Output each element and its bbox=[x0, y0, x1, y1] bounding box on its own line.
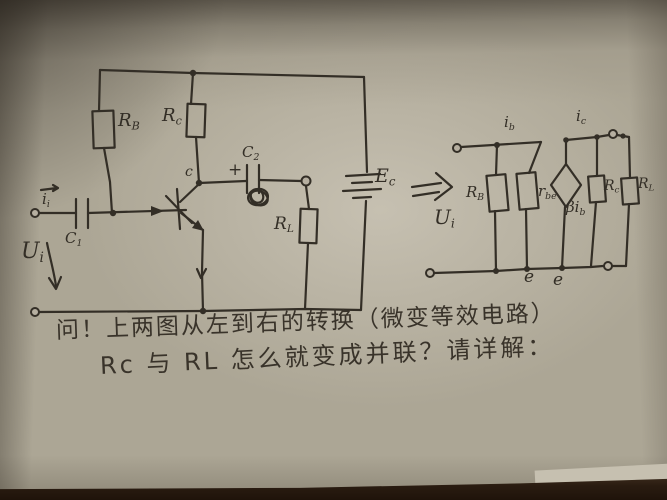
junction-dot-after-terminal bbox=[620, 133, 626, 139]
battery-plate-4 bbox=[351, 195, 373, 200]
wire-rc-top bbox=[189, 71, 195, 106]
label-rb-right: RB bbox=[466, 183, 485, 203]
right-output-terminal-top bbox=[608, 129, 618, 139]
battery-plate-1 bbox=[344, 172, 382, 178]
resistor-rl2 bbox=[620, 176, 640, 206]
scribble-mark bbox=[246, 187, 270, 207]
output-terminal-top bbox=[300, 175, 312, 187]
wire-rl2-top bbox=[627, 135, 632, 180]
label-e-left: e bbox=[524, 267, 535, 287]
input-current-arrow bbox=[39, 183, 60, 193]
right-output-terminal-bottom bbox=[603, 261, 613, 271]
wire-rb-top bbox=[97, 68, 102, 113]
resistor-rc bbox=[185, 102, 207, 139]
resistor-rb bbox=[91, 109, 116, 150]
double-arrow-icon bbox=[410, 171, 454, 202]
transistor-collector-stroke bbox=[178, 182, 201, 204]
wire-rc-bottom bbox=[194, 135, 201, 185]
label-ib: ib bbox=[504, 113, 515, 133]
ui-direction-arrow bbox=[45, 241, 58, 288]
label-input-current: ii bbox=[42, 190, 50, 210]
right-circuit bbox=[425, 129, 640, 278]
junction-dot-rbe-bottom bbox=[524, 266, 530, 272]
wire-rb2-top bbox=[494, 143, 499, 177]
base-arrowhead bbox=[151, 206, 164, 216]
label-c1: C1 bbox=[65, 229, 83, 249]
wire-battery-bottom bbox=[359, 199, 368, 312]
wire-right-collector-rail bbox=[564, 133, 611, 142]
label-rbe: rbe bbox=[538, 182, 557, 202]
wire-battery-top bbox=[362, 75, 369, 174]
wire-top-rail bbox=[98, 68, 366, 79]
label-ic: ic bbox=[576, 107, 587, 127]
resistor-rl bbox=[298, 207, 319, 245]
wire-c1-to-base bbox=[86, 208, 188, 215]
wire-rl-bottom bbox=[303, 241, 310, 311]
wire-collector-to-c2 bbox=[197, 179, 248, 185]
battery-plate-2 bbox=[350, 180, 374, 185]
wire-right-base-rail bbox=[459, 140, 543, 149]
wire-bottom-rail bbox=[37, 307, 363, 314]
double-arrow-line-bottom bbox=[411, 190, 441, 198]
wire-rl-top bbox=[304, 184, 311, 211]
wire-source-bottom bbox=[560, 205, 567, 270]
label-ui-left: Ui bbox=[21, 239, 44, 267]
battery-plate-3 bbox=[341, 187, 383, 193]
transistor bbox=[164, 182, 205, 232]
label-ec: Ec bbox=[375, 165, 396, 189]
resistor-rb2 bbox=[485, 173, 510, 213]
label-collector-node: c bbox=[185, 164, 193, 180]
label-e-right: e bbox=[553, 270, 564, 290]
wire-rl2-bottom bbox=[624, 202, 631, 268]
input-terminal-top bbox=[30, 208, 40, 218]
resistor-rc2 bbox=[587, 174, 607, 204]
wire-right-bottom-rail bbox=[432, 264, 605, 275]
battery-ec bbox=[341, 172, 383, 200]
double-arrow-head bbox=[433, 171, 454, 202]
label-c2: C2 bbox=[242, 143, 260, 163]
junction-dot-emitter-bottom bbox=[199, 307, 207, 315]
wire-rbe-top bbox=[527, 140, 543, 175]
wire-rb-bottom bbox=[102, 146, 114, 215]
ui-arrowhead bbox=[47, 275, 63, 291]
junction-dot-rb2-bottom bbox=[493, 268, 499, 274]
wire-rb2-bottom bbox=[493, 209, 498, 273]
junction-dot-source-bottom bbox=[559, 265, 565, 271]
label-rl-right: RL bbox=[638, 176, 655, 194]
junction-dot-base bbox=[109, 209, 117, 217]
input-terminal-bottom bbox=[30, 307, 40, 317]
emitter-arrowhead bbox=[192, 220, 204, 231]
label-rb-left: RB bbox=[118, 110, 140, 133]
label-rl-left: RL bbox=[274, 214, 294, 236]
left-circuit bbox=[30, 68, 383, 317]
label-c2-polarity: + bbox=[228, 160, 243, 180]
right-input-terminal-bottom bbox=[425, 268, 435, 278]
resistor-rbe bbox=[515, 171, 540, 211]
scribble-loop-3 bbox=[249, 188, 265, 204]
label-rc-left: Rc bbox=[162, 105, 182, 128]
emitter-current-arrow bbox=[195, 267, 208, 280]
label-rc-right: Rc bbox=[604, 178, 620, 196]
wire-rbe-bottom bbox=[524, 207, 529, 271]
label-ui-right: Ui bbox=[434, 205, 455, 231]
label-beta-ib: βib bbox=[566, 198, 586, 218]
double-arrow-line-top bbox=[410, 181, 443, 189]
wire-c2-to-output bbox=[257, 178, 303, 183]
right-input-terminal-top bbox=[452, 143, 462, 153]
wire-rc2-bottom bbox=[589, 200, 598, 268]
junction-dot-source-top bbox=[563, 137, 569, 143]
wire-emitter-down bbox=[200, 228, 205, 313]
